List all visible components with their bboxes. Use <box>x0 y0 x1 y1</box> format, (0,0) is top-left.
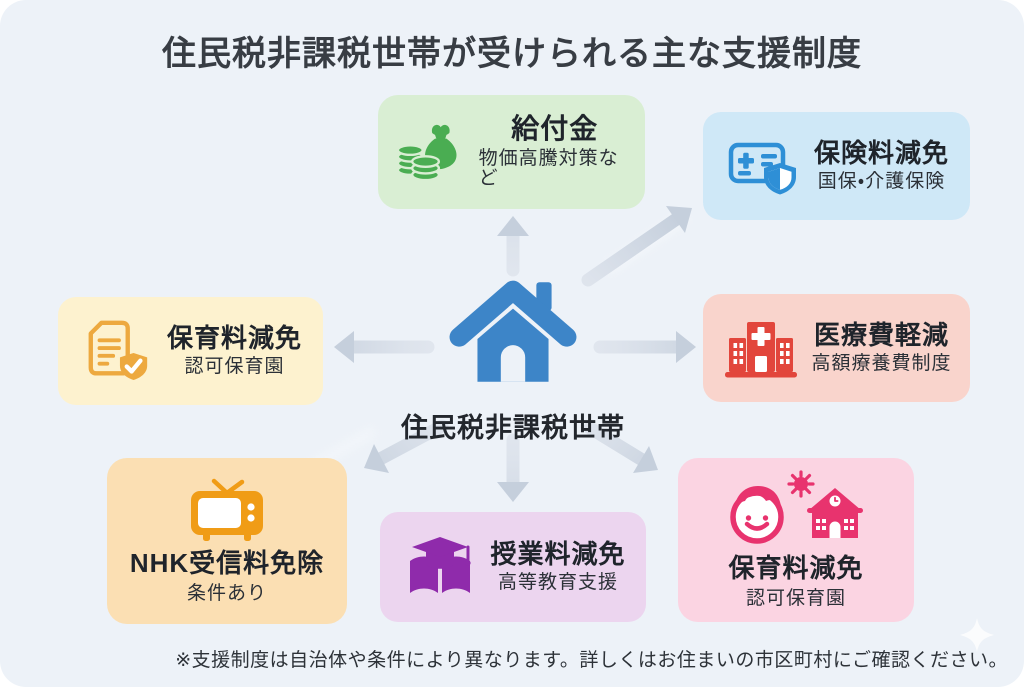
insurance-card-shield-icon <box>728 142 796 195</box>
footnote: ※支援制度は自治体や条件により異なります。詳しくはお住まいの市区町村にご確認くだ… <box>175 650 1008 671</box>
box-subtitle: 認可保育園 <box>184 355 285 377</box>
box-title: 保育料減免 <box>728 553 864 584</box>
box-title: 保険料減免 <box>813 138 949 169</box>
box-subtitle: 高額療養費制度 <box>811 352 952 374</box>
box-nhk-jushinryo-menjo: NHK受信料免除 条件あり <box>107 458 347 624</box>
hospital-icon <box>725 322 798 378</box>
page-title: 住民税非課税世帯が受けられる主な支援制度 <box>162 35 862 73</box>
box-subtitle: 国保・介護保険 <box>817 170 946 192</box>
box-hokenryo-genmen: 保険料減免 国保・介護保険 <box>703 112 970 220</box>
box-title: 医療費軽減 <box>813 320 949 351</box>
box-subtitle: 物価高騰対策など <box>478 147 619 190</box>
box-subtitle: 高等教育支援 <box>497 571 618 593</box>
tv-icon <box>191 479 263 542</box>
house-icon <box>449 280 577 382</box>
box-kyufukin: 給付金 物価高騰対策など <box>378 95 645 209</box>
box-iryohi-keigen: 医療費軽減 高額療養費制度 <box>703 294 970 402</box>
child-sun-school-icon <box>730 470 863 544</box>
box-subtitle: 認可保育園 <box>745 587 846 609</box>
box-subtitle: 条件あり <box>186 582 267 604</box>
box-title: 授業料減免 <box>490 539 626 570</box>
box-hoikuryo-genmen-left: 保育料減免 認可保育園 <box>58 297 323 405</box>
money-bag-coins-icon <box>396 124 457 182</box>
graduation-cap-book-icon <box>410 537 472 593</box>
box-hoikuryo-genmen-right: 保育料減免 認可保育園 <box>678 458 914 622</box>
background-streak <box>603 212 689 274</box>
document-shield-check-icon <box>88 320 148 380</box>
center-label: 住民税非課税世帯 <box>401 413 625 443</box>
sparkle-icon <box>960 618 994 652</box>
box-title: 給付金 <box>511 112 599 144</box>
box-title: NHK受信料免除 <box>129 548 325 579</box>
box-jugyoryo-genmen: 授業料減免 高等教育支援 <box>380 512 646 622</box>
box-title: 保育料減免 <box>166 323 302 354</box>
